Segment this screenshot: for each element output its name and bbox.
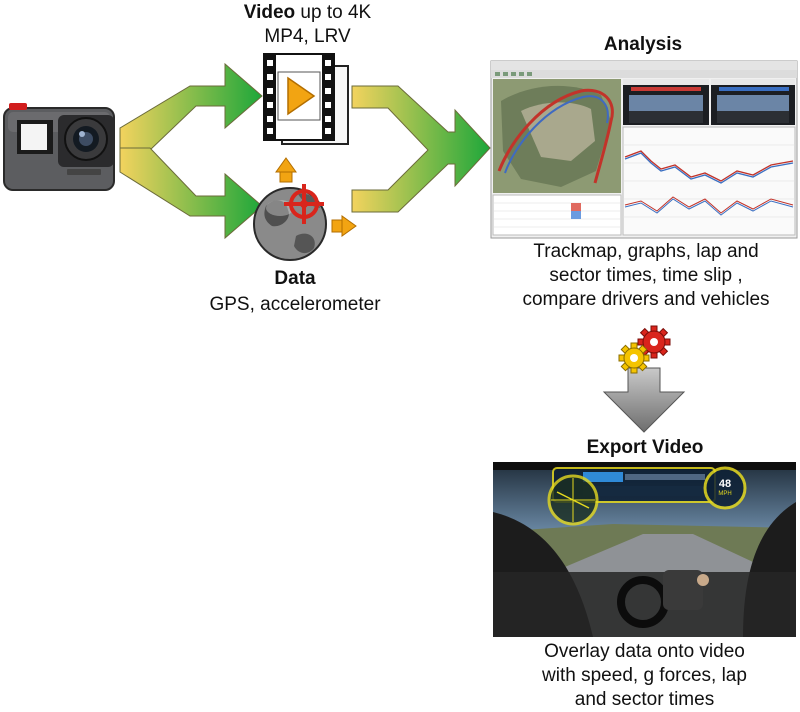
export-video-screenshot [493,462,796,637]
analysis-line-3: compare drivers and vehicles [522,289,770,310]
analysis-line-1: Trackmap, graphs, lap and [533,241,759,262]
video-file-icon [263,53,349,145]
action-camera-icon [3,103,115,191]
gps-globe-icon [253,157,357,261]
export-line-1: Overlay data onto video [544,641,745,662]
analysis-line-2: sector times, time slip , [549,265,743,286]
export-title: Export Video [586,437,704,458]
video-title-rest: up to 4K [295,2,372,23]
merge-arrow [351,85,491,213]
analysis-title: Analysis [603,34,683,55]
video-title-bold: Video [243,2,296,23]
split-arrow [119,62,263,240]
overlay-speed-unit: MPH [718,491,732,497]
gears-icon [618,325,671,374]
down-arrow [602,367,686,433]
overlay-speed-readout: 48 [718,478,732,490]
data-subtitle: GPS, accelerometer [209,294,381,315]
video-formats: MP4, LRV [264,26,351,47]
export-line-3: and sector times [574,689,715,710]
data-title: Data [274,268,316,289]
video-title: Video up to 4K [215,1,400,24]
analysis-screenshot [490,60,798,239]
export-line-2: with speed, g forces, lap [542,665,747,686]
